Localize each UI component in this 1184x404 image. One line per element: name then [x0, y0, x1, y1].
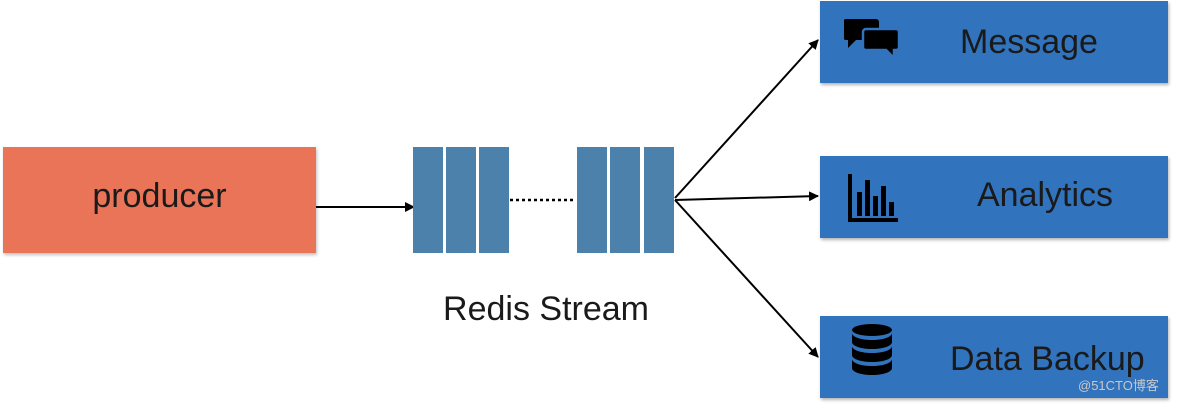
stream-cell: [479, 147, 509, 253]
consumer-box-analytics: Analytics: [820, 156, 1168, 238]
stream-cell: [644, 147, 674, 253]
consumer-label-data-backup: Data Backup: [950, 340, 1145, 378]
consumer-label-message: Message: [960, 23, 1098, 61]
consumer-box-data-backup: Data Backup: [820, 316, 1168, 398]
stream-cell: [446, 147, 476, 253]
producer-label: producer: [92, 176, 227, 215]
stream-cell: [577, 147, 607, 253]
stream-label: Redis Stream: [443, 290, 649, 328]
stream-cell: [610, 147, 640, 253]
consumer-box-message: Message: [820, 1, 1168, 83]
stream-cell: [413, 147, 443, 253]
watermark: @51CTO博客: [1078, 378, 1159, 393]
stream-to-message-arrow: [674, 39, 819, 199]
producer-box: producer: [3, 147, 316, 253]
chat-bubbles-icon: [844, 19, 900, 62]
database-icon: [852, 324, 892, 375]
bar-chart-icon: [848, 174, 898, 222]
stream-to-backup-arrow: [674, 199, 819, 358]
consumer-label-analytics: Analytics: [977, 176, 1114, 214]
stream-to-analytics-arrow: [674, 191, 819, 202]
